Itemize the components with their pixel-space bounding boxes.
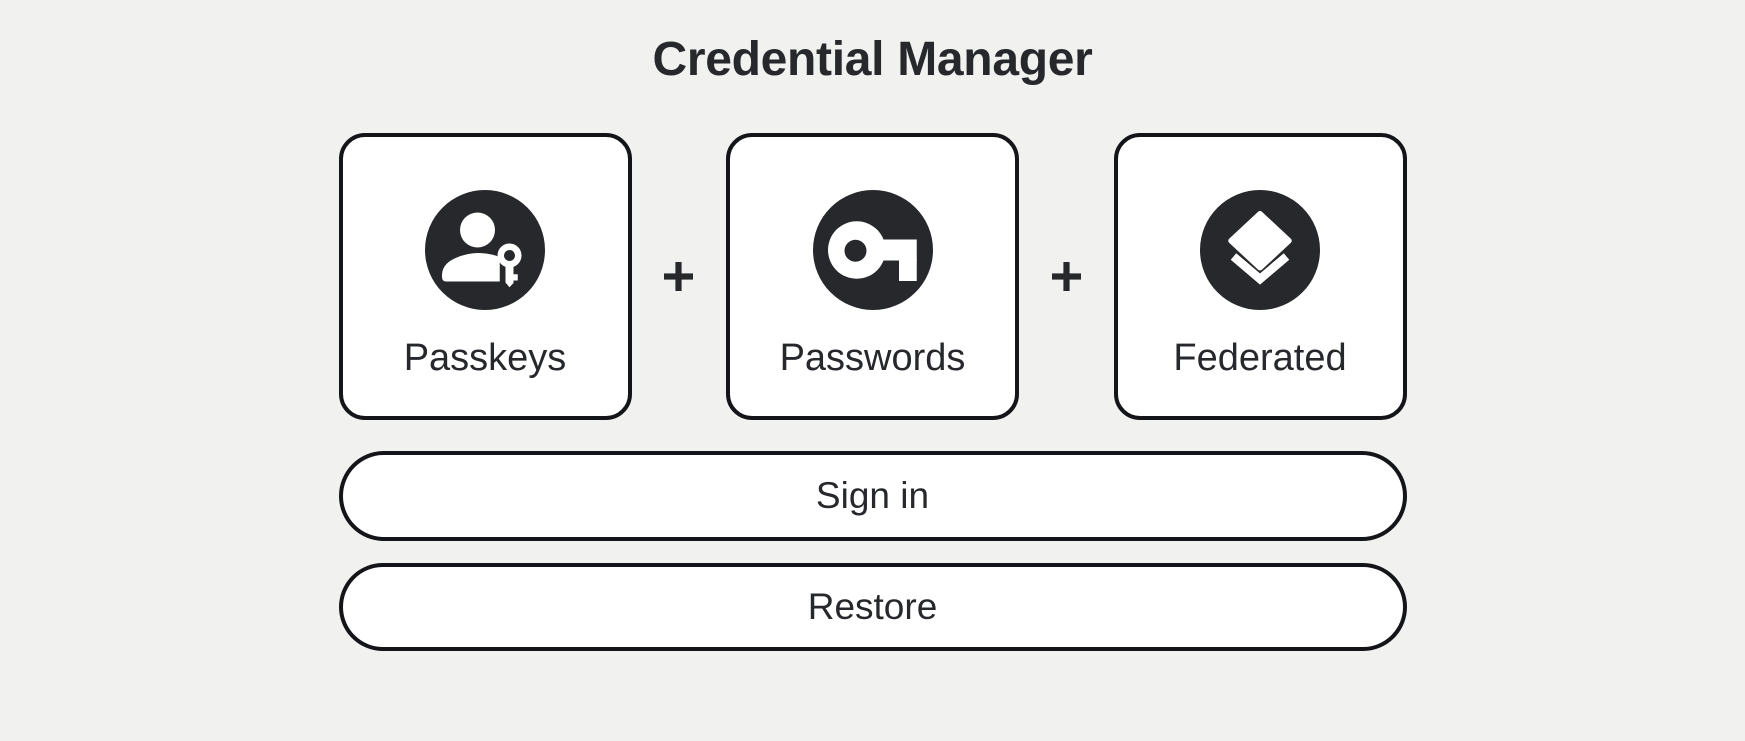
card-label-passkeys: Passkeys — [403, 337, 567, 379]
credential-types-row: Passkeys Passwords — [338, 133, 1407, 420]
card-label-passwords: Passwords — [779, 337, 966, 379]
restore-button[interactable]: Restore — [338, 563, 1407, 651]
card-passwords[interactable]: Passwords — [726, 133, 1019, 420]
credential-manager-screen: Credential Manager Passkeys — [338, 33, 1407, 651]
plus-icon — [632, 133, 727, 420]
password-key-icon — [812, 190, 933, 310]
federated-layers-icon — [1200, 190, 1320, 310]
restore-button-label: Restore — [807, 586, 938, 627]
card-label-federated: Federated — [1173, 337, 1347, 379]
plus-icon — [1019, 133, 1114, 420]
sign-in-button[interactable]: Sign in — [338, 451, 1407, 541]
page-title: Credential Manager — [652, 33, 1093, 86]
card-passkeys[interactable]: Passkeys — [338, 133, 632, 420]
card-federated[interactable]: Federated — [1113, 133, 1407, 420]
sign-in-button-label: Sign in — [815, 475, 930, 516]
passkey-person-icon — [425, 190, 545, 310]
